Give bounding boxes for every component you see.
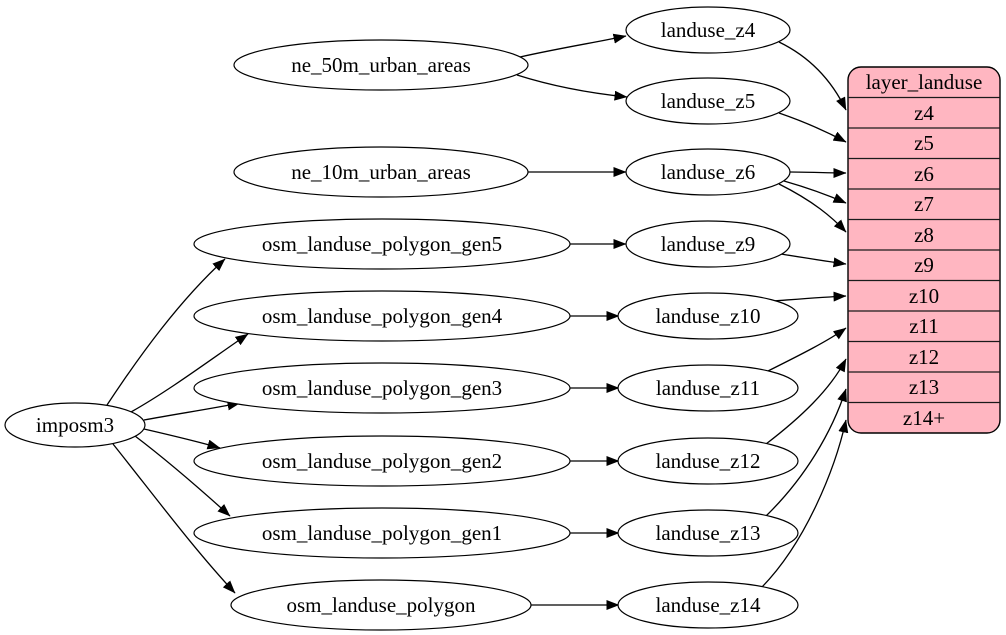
node-landuse_z9: landuse_z9: [625, 220, 791, 268]
node-osm_landuse_polygon_gen5-shape: [193, 218, 571, 270]
record-row-z12: z12: [909, 345, 939, 369]
record-node-layer_landuse-dividers: [848, 96, 1000, 404]
node-landuse_z6: landuse_z6: [625, 148, 791, 196]
edge-ne_50m_urban_areas-landuse_z4: [519, 33, 627, 58]
edge-landuse_z11-row_z11: [767, 327, 847, 372]
node-ne_10m_urban_areas-label: ne_10m_urban_areas: [291, 160, 471, 184]
node-landuse_z12-shape: [617, 437, 799, 485]
node-landuse_z11-shape: [617, 364, 799, 412]
node-osm_landuse_polygon_gen5: osm_landuse_polygon_gen5: [193, 218, 571, 270]
node-osm_landuse_polygon-shape: [230, 579, 532, 631]
edge-landuse_z10-row_z10: [772, 291, 847, 302]
node-landuse_z9-label: landuse_z9: [661, 232, 755, 256]
edge-imposm3-osm_landuse_polygon_gen2: [143, 428, 221, 450]
node-landuse_z14: landuse_z14: [617, 581, 799, 629]
record-row-z5: z5: [914, 131, 934, 155]
node-landuse_z14-label: landuse_z14: [656, 593, 761, 617]
node-imposm3: imposm3: [4, 402, 146, 448]
node-landuse_z10: landuse_z10: [617, 292, 799, 340]
node-landuse_z6-shape: [625, 148, 791, 196]
node-landuse_z13-label: landuse_z13: [656, 521, 761, 545]
node-landuse_z10-shape: [617, 292, 799, 340]
node-landuse_z4-label: landuse_z4: [661, 18, 756, 42]
record-row-z13: z13: [909, 375, 939, 399]
record-row-z8: z8: [914, 223, 934, 247]
node-landuse_z5: landuse_z5: [625, 77, 791, 125]
node-landuse_z6-label: landuse_z6: [661, 160, 755, 184]
node-landuse_z14-shape: [617, 581, 799, 629]
node-osm_landuse_polygon_gen1-shape: [193, 507, 571, 559]
node-landuse_z12: landuse_z12: [617, 437, 799, 485]
node-osm_landuse_polygon_gen2-shape: [193, 435, 571, 487]
node-ne_10m_urban_areas-shape: [233, 146, 529, 198]
edge-landuse_z4-row_z4: [778, 41, 847, 111]
node-osm_landuse_polygon_gen1-label: osm_landuse_polygon_gen1: [262, 521, 502, 545]
edge-landuse_z6-row_z7: [783, 180, 847, 204]
edge-landuse_z14-row_z14plus: [761, 419, 849, 588]
node-ne_10m_urban_areas: ne_10m_urban_areas: [233, 146, 529, 198]
node-imposm3-shape: [4, 402, 146, 448]
edge-ne_50m_urban_areas-landuse_z5: [516, 74, 628, 101]
node-osm_landuse_polygon_gen3: osm_landuse_polygon_gen3: [193, 362, 571, 414]
record-row-z14plus: z14+: [903, 406, 945, 430]
node-landuse_z13-shape: [617, 509, 799, 557]
node-landuse_z5-shape: [625, 77, 791, 125]
nodes: imposm3 ne_50m_urban_areas ne_10m_urban_…: [4, 6, 799, 631]
record-row-z4: z4: [914, 101, 934, 125]
node-imposm3-label: imposm3: [36, 413, 114, 437]
node-osm_landuse_polygon_gen4-shape: [193, 290, 571, 342]
node-osm_landuse_polygon_gen2: osm_landuse_polygon_gen2: [193, 435, 571, 487]
node-osm_landuse_polygon-label: osm_landuse_polygon: [287, 593, 476, 617]
edge-imposm3-osm_landuse_polygon_gen5: [106, 258, 226, 406]
node-landuse_z4: landuse_z4: [625, 6, 791, 54]
node-osm_landuse_polygon_gen4-label: osm_landuse_polygon_gen4: [262, 304, 503, 328]
node-osm_landuse_polygon: osm_landuse_polygon: [230, 579, 532, 631]
edge-landuse_z12-row_z12: [765, 358, 847, 445]
record-node-layer_landuse: layer_landuse z4 z5 z6 z7 z8 z9 z10 z11 …: [847, 66, 1001, 434]
node-ne_50m_urban_areas-label: ne_50m_urban_areas: [291, 53, 471, 77]
node-landuse_z9-shape: [625, 220, 791, 268]
record-header-label: layer_landuse: [866, 70, 983, 94]
node-landuse_z10-label: landuse_z10: [656, 304, 761, 328]
node-landuse_z11-label: landuse_z11: [656, 376, 760, 400]
node-osm_landuse_polygon_gen4: osm_landuse_polygon_gen4: [193, 290, 571, 342]
node-landuse_z5-label: landuse_z5: [661, 89, 755, 113]
node-osm_landuse_polygon_gen3-label: osm_landuse_polygon_gen3: [262, 376, 502, 400]
edge-landuse_z9-row_z9: [780, 253, 847, 268]
edge-imposm3-osm_landuse_polygon: [112, 443, 236, 594]
record-row-z6: z6: [914, 162, 934, 186]
record-row-z10: z10: [909, 284, 939, 308]
record-row-z11: z11: [909, 314, 939, 338]
record-row-z7: z7: [914, 192, 934, 216]
node-osm_landuse_polygon_gen2-label: osm_landuse_polygon_gen2: [262, 449, 502, 473]
node-landuse_z4-shape: [625, 6, 791, 54]
node-ne_50m_urban_areas-shape: [233, 39, 529, 91]
node-osm_landuse_polygon_gen3-shape: [193, 362, 571, 414]
edge-imposm3-osm_landuse_polygon_gen4: [130, 333, 249, 413]
node-landuse_z11: landuse_z11: [617, 364, 799, 412]
node-landuse_z13: landuse_z13: [617, 509, 799, 557]
edge-imposm3-osm_landuse_polygon_gen1: [134, 435, 231, 517]
node-ne_50m_urban_areas: ne_50m_urban_areas: [233, 39, 529, 91]
node-landuse_z12-label: landuse_z12: [656, 449, 761, 473]
record-row-z9: z9: [914, 253, 934, 277]
edge-landuse_z6-row_z8: [778, 183, 847, 233]
edges: [106, 33, 849, 610]
edge-landuse_z5-row_z5: [778, 112, 847, 143]
edge-landuse_z13-row_z13: [765, 388, 847, 517]
node-osm_landuse_polygon_gen1: osm_landuse_polygon_gen1: [193, 507, 571, 559]
edge-landuse_z6-row_z6: [789, 167, 847, 178]
node-osm_landuse_polygon_gen5-label: osm_landuse_polygon_gen5: [262, 232, 502, 256]
edge-imposm3-osm_landuse_polygon_gen3: [143, 400, 241, 421]
